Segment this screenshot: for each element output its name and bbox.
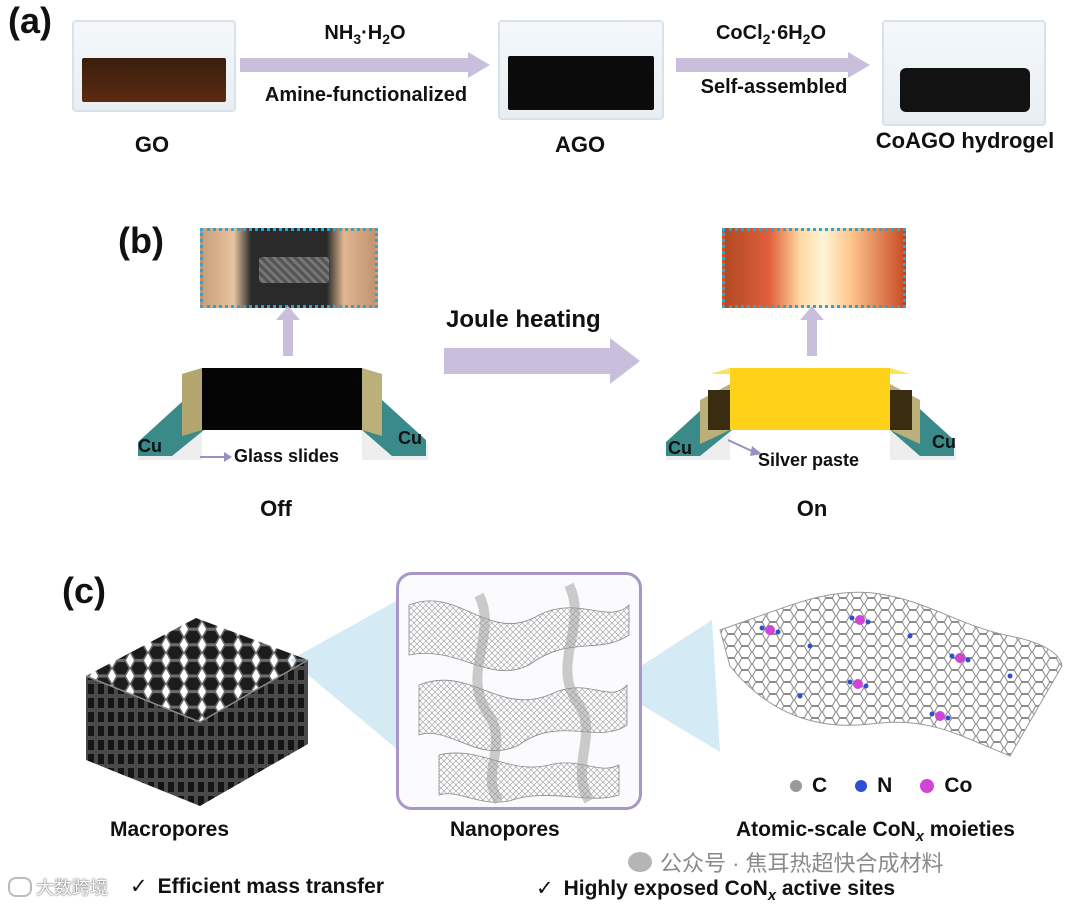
step2-reagent: CoCl2·6H2O <box>686 22 856 47</box>
cu-label-on-right: Cu <box>932 432 956 453</box>
wechat-icon <box>628 852 652 872</box>
legend-co-label: Co <box>944 774 972 798</box>
nanopore-mesh <box>399 575 639 807</box>
step1-process: Amine-functionalized <box>240 84 492 107</box>
check-icon: ✓ <box>130 875 148 898</box>
state-on: On <box>772 496 852 522</box>
bullet-active-sites: ✓Highly exposed CoNx active sites <box>536 876 895 904</box>
watermark-left: 大数跨境 <box>8 874 108 900</box>
panel-b-label: (b) <box>118 220 164 262</box>
step1-reagent: NH3·H2O <box>280 22 450 47</box>
atom-legend: C N Co <box>790 774 972 798</box>
vial-ago <box>498 20 664 120</box>
glass-slides-label: Glass slides <box>234 446 339 467</box>
cu-label-on-left: Cu <box>668 438 692 459</box>
photo-off <box>200 228 378 308</box>
caption-atomic: Atomic-scale CoNx moieties <box>736 818 1015 845</box>
legend-n-label: N <box>877 774 892 798</box>
cu-label-off-left: Cu <box>138 436 162 457</box>
panel-a-label: (a) <box>8 0 52 42</box>
legend-c-label: C <box>812 774 827 798</box>
callout-arrow-silver <box>728 438 762 458</box>
caption-nanopores: Nanopores <box>450 818 560 842</box>
arrow-step1 <box>240 52 492 78</box>
bullet-mass-transfer: ✓Efficient mass transfer <box>130 874 384 899</box>
photo-on <box>722 228 906 308</box>
legend-co-icon <box>920 779 934 793</box>
arrow-up-off <box>276 306 300 356</box>
joule-heating-label: Joule heating <box>446 306 601 334</box>
state-off: Off <box>236 496 316 522</box>
vial-go <box>72 20 236 112</box>
nanopore-frame <box>396 572 642 810</box>
callout-arrow-glass <box>200 451 232 463</box>
label-go: GO <box>112 132 192 158</box>
arrow-joule-heating <box>444 338 642 384</box>
check-icon: ✓ <box>536 877 554 900</box>
arrow-step2 <box>676 52 872 78</box>
silver-paste-label: Silver paste <box>758 450 859 471</box>
macropore-cube <box>76 598 316 810</box>
watermark-right: 公众号 · 焦耳热超快合成材料 <box>628 846 944 878</box>
vial-coago-hydrogel <box>882 20 1046 126</box>
legend-c-icon <box>790 780 802 792</box>
label-ago: AGO <box>540 132 620 158</box>
atomic-sheet <box>710 586 1070 762</box>
caption-macropores: Macropores <box>110 818 229 842</box>
step2-process: Self-assembled <box>676 76 872 99</box>
arrow-up-on <box>800 306 824 356</box>
cu-label-off-right: Cu <box>398 428 422 449</box>
watermark-logo-icon <box>8 877 32 897</box>
legend-n-icon <box>855 780 867 792</box>
label-coago-hydrogel: CoAGO hydrogel <box>850 128 1080 154</box>
